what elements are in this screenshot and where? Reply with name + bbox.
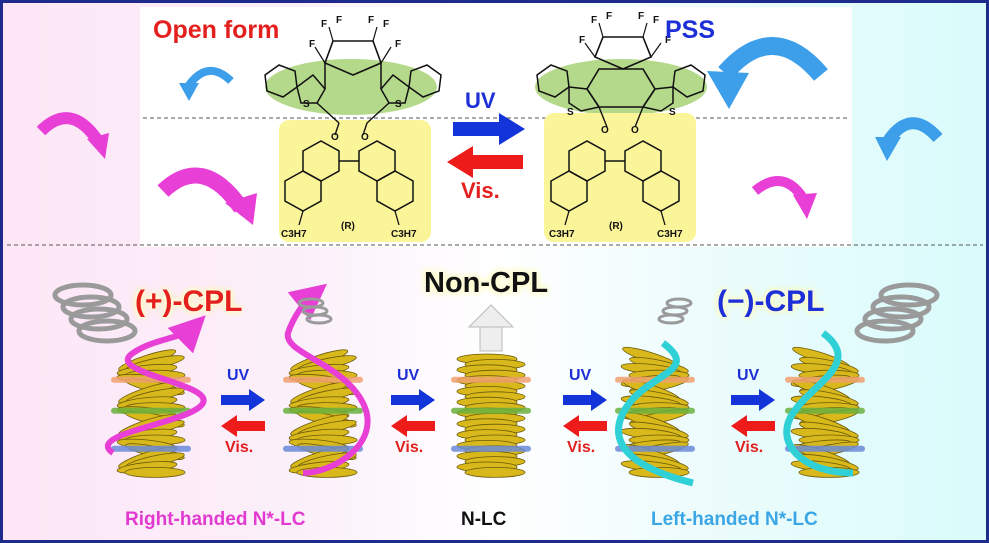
magenta-helix-ribbon-1 (105, 315, 207, 456)
dopant-molecule (111, 445, 191, 452)
magenta-helix-ribbon-2 (284, 283, 371, 476)
chirality-label: (R) (341, 221, 355, 232)
fluorine-atom: F (591, 15, 597, 26)
uv-label: UV (227, 367, 250, 384)
magenta-rotation-arrow-small (751, 176, 817, 219)
oxygen-atom: O (361, 132, 369, 143)
uv-label-top: UV (465, 88, 496, 113)
left-handed-label: Left-handed N*-LC (651, 509, 818, 530)
vis-label: Vis. (225, 439, 254, 456)
fluorine-atom: F (383, 19, 389, 30)
open-form-molecule (264, 26, 442, 242)
fluorine-atom: F (606, 11, 612, 22)
lc-columns (111, 346, 865, 478)
dopant-molecule (615, 445, 695, 452)
dopant-molecule (283, 445, 363, 452)
vis-arrow (221, 415, 265, 437)
lc-column (451, 353, 531, 478)
pss-molecule (535, 22, 707, 242)
fluorine-atom: F (395, 39, 401, 50)
binaphthyl-highlight (279, 120, 431, 242)
fluorine-atom: F (665, 35, 671, 46)
blue-rotation-arrow-small (179, 67, 234, 101)
lc-mesogen (124, 466, 186, 478)
dopant-molecule (451, 376, 531, 383)
coil-icon-left-small (297, 297, 333, 325)
fluorine-atom: F (368, 15, 374, 26)
sulfur-atom: S (395, 99, 402, 110)
dopant-molecule (111, 407, 191, 414)
vis-arrow-top (447, 146, 523, 178)
non-cpl-up-arrow (467, 304, 515, 352)
non-cpl-label: Non-CPL (424, 267, 549, 299)
vis-label-top: Vis. (461, 178, 500, 203)
uv-label: UV (397, 367, 420, 384)
oxygen-atom: O (601, 125, 609, 136)
dopant-molecule (283, 376, 363, 383)
fluorine-atom: F (321, 19, 327, 30)
propyl-group: C3H7 (391, 229, 417, 240)
vis-label: Vis. (395, 439, 424, 456)
propyl-group: C3H7 (281, 229, 307, 240)
propyl-group: C3H7 (657, 229, 683, 240)
fluorine-atom: F (336, 15, 342, 26)
plus-cpl-label: (+)-CPL (135, 285, 243, 318)
dithienyl-highlight (265, 59, 437, 115)
uv-arrow (731, 389, 775, 411)
dopant-molecule (785, 407, 865, 414)
propyl-group: C3H7 (549, 229, 575, 240)
dopant-molecule (451, 407, 531, 414)
pss-dithienyl-highlight (535, 59, 707, 115)
uv-arrow-top (453, 113, 525, 145)
blue-rotation-arrow-large (707, 37, 828, 109)
coil-icon-right-small (657, 297, 693, 325)
fluorine-atom: F (638, 11, 644, 22)
minus-cpl-label: (−)-CPL (717, 285, 825, 318)
open-form-label: Open form (153, 16, 280, 44)
sulfur-atom: S (669, 107, 676, 118)
dopant-molecule (451, 445, 531, 452)
vis-label: Vis. (735, 439, 764, 456)
cyan-helix-ribbon-1 (614, 340, 694, 487)
blue-rotation-arrow-right (875, 117, 943, 161)
right-handed-label: Right-handed N*-LC (125, 509, 306, 530)
vis-arrow (391, 415, 435, 437)
magenta-rotation-arrow-large (157, 167, 257, 225)
chirality-label: (R) (609, 221, 623, 232)
diagram-graphics: FFFFFFFFFFFFSSSSOOOOC3H7C3H7C3H7C3H7(R)(… (7, 11, 983, 487)
vis-label: Vis. (567, 439, 596, 456)
lc-column (111, 349, 191, 478)
lc-mesogen (464, 466, 526, 478)
magenta-rotation-arrow-left (36, 112, 109, 159)
dopant-molecule (785, 445, 865, 452)
coil-icon-right-large (854, 282, 940, 344)
n-lc-label: N-LC (461, 509, 507, 530)
vis-arrow (731, 415, 775, 437)
uv-label: UV (737, 367, 760, 384)
fluorine-atom: F (579, 35, 585, 46)
vis-arrow (563, 415, 607, 437)
fluorine-atom: F (653, 15, 659, 26)
uv-arrow (563, 389, 607, 411)
fluorine-atom: F (309, 39, 315, 50)
uv-label: UV (569, 367, 592, 384)
sulfur-atom: S (567, 107, 574, 118)
coil-icon-left-large (52, 282, 138, 344)
pss-label: PSS (665, 16, 716, 44)
dopant-molecule (615, 407, 695, 414)
bottom-arrow-pairs (221, 389, 775, 437)
uv-arrow (391, 389, 435, 411)
cyan-helix-ribbon-2 (783, 330, 854, 477)
uv-arrow (221, 389, 265, 411)
dopant-molecule (283, 407, 363, 414)
sulfur-atom: S (303, 99, 310, 110)
oxygen-atom: O (331, 132, 339, 143)
oxygen-atom: O (631, 125, 639, 136)
